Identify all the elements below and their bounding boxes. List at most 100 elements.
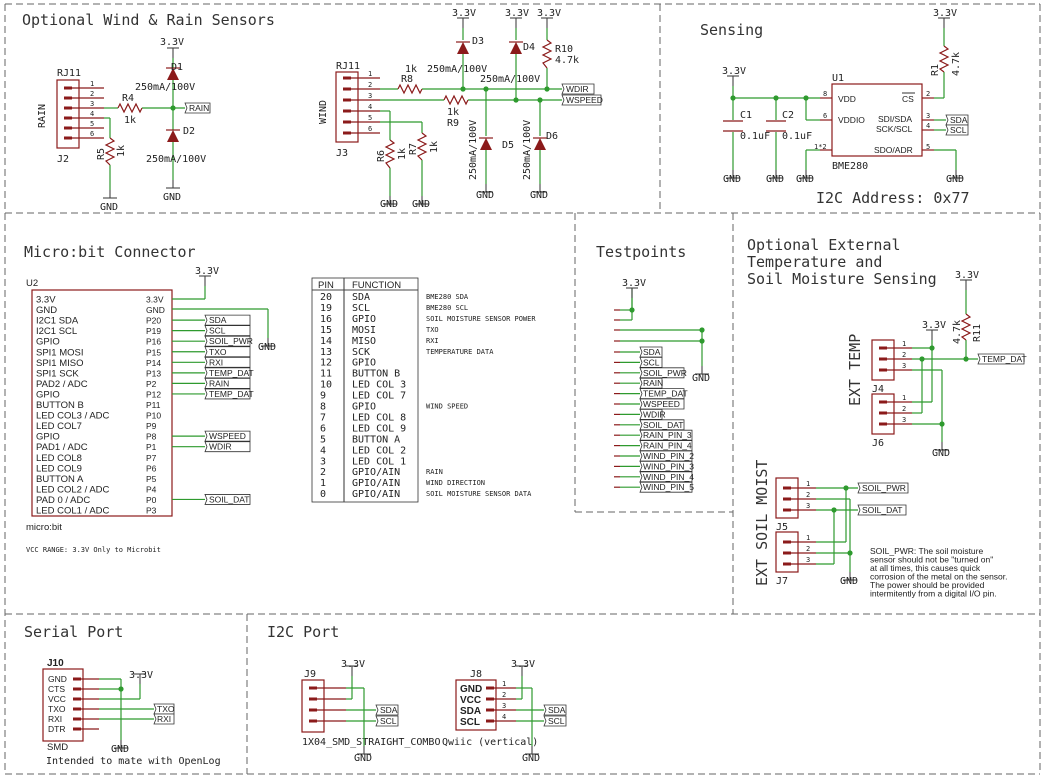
j10-sub-label: SMD [47,742,68,753]
j9-sda-flag-label: SDA [380,705,398,715]
pin-table-pin: 19 [320,303,332,314]
pin-table-function: MISO [352,336,376,347]
pin-table-note: SOIL MOISTURE SENSOR POWER [426,315,536,323]
microbit-pin-number: 3.3V [146,295,164,305]
soil-dat-flag-label: SOIL_DAT [862,505,902,515]
microbit-net-flag [204,441,251,453]
testpoint-label: SDA [643,347,661,357]
pin-table-pin: 2 [320,467,326,478]
pin-table-note: BME280 SDA [426,293,469,301]
ext-temp-label: EXT TEMP [846,334,864,406]
pin-table-pin: 14 [320,336,332,347]
wind-r10-supply-label: 3.3V [537,8,561,19]
resistor-r5 [104,137,116,166]
soil-dat-flag [857,504,907,516]
pin-table-pin: 15 [320,325,332,336]
pin-table-pin: 3 [320,456,326,467]
microbit-pin-number: P13 [146,368,161,378]
pin-table-pin: 8 [320,402,326,413]
testpoint-supply-symbol [625,287,639,299]
d5-ref: D5 [502,140,514,151]
testpoint-net-flag [639,367,685,379]
wind-d5-gnd-label: GND [476,190,494,201]
microbit-pin-number: P2 [146,379,157,389]
microbit-pin-label: GPIO [36,337,60,348]
microbit-pin-number: P1 [146,442,157,452]
r4-ref: R4 [122,93,134,104]
bme-sda-flag-label: SDA [950,115,968,125]
svg-text:1: 1 [902,340,906,348]
d3-ref: D3 [472,36,484,47]
sensing-supply-label: 3.3V [722,66,746,77]
j8-body [455,679,497,731]
svg-text:2: 2 [902,351,906,359]
bme-scl-flag [945,124,969,136]
microbit-pin-number: P3 [146,506,157,516]
j8-part: Qwiic (vertical) [442,737,538,748]
pin-table-function: GPIO/AIN [352,478,400,489]
section-title-testpoints: Testpoints [596,243,686,261]
temp-dat-flag [977,353,1025,365]
pin-table-note: TXO [426,326,439,334]
i2c-address-note: I2C Address: 0x77 [816,189,970,207]
r11-supply-label: 3.3V [955,270,979,281]
pin-table-pin: 5 [320,434,326,445]
testpoint-label: SCL [643,357,660,367]
testpoint-label: WDIR [643,409,666,419]
svg-text:2: 2 [806,545,810,553]
j9-ref: J9 [304,669,316,680]
rain-pin-3: 3 [90,100,94,108]
r1-value: 4.7k [951,52,962,76]
microbit-pin-number: P14 [146,358,161,368]
soil-pwr-flag-label: SOIL_PWR [862,483,906,493]
r7-ref: R7 [408,143,419,155]
j8-ref: J8 [470,669,482,680]
microbit-pin-number: P8 [146,432,157,442]
j8-sda-flag-label: SDA [548,705,566,715]
pin-table-function: MOSI [352,325,376,336]
microbit-net-flag-label: TEMP_DAT [209,389,254,399]
j5-body [775,477,799,519]
j9-scl-flag [375,715,399,727]
section-title-sensing: Sensing [700,21,763,39]
j7-pins [783,540,816,566]
microbit-pin-label: LED COL8 [36,453,82,464]
wdir-net-flag-label: WDIR [566,84,589,94]
bme280-pin-num-5: 5 [926,143,930,151]
j10-pin-label: GND [48,674,67,684]
d6-value: 250mA/100V [522,120,533,180]
rain-r5-gnd-symbol [102,189,118,199]
svg-text:3: 3 [806,556,810,564]
serial-note: Intended to mate with OpenLog [46,756,221,767]
pin-table-note: WIND DIRECTION [426,479,485,487]
r8-value: 1k [405,64,417,75]
diode-d1 [167,68,179,80]
j10-pin-label: CTS [48,684,65,694]
pin-table-function: BUTTON B [352,369,400,380]
microbit-pin-label: LED COL7 [36,421,82,432]
serial-rxi-flag-label: RXI [157,714,171,724]
pin-table-note: WIND SPEED [426,403,468,411]
svg-text:1: 1 [902,394,906,402]
r11-supply-symbol [959,279,973,291]
j9-body [301,679,325,733]
wspeed-net-flag-label: WSPEED [566,95,603,105]
section-title-i2c-port: I2C Port [267,623,339,641]
j10-body [42,668,84,742]
rain-connector-body [56,79,80,149]
wind-r6-gnd-label: GND [380,199,398,210]
resistor-r11 [960,313,972,341]
bme280-pin-sda: SDI/SDA [878,114,912,124]
j9-part: 1X04_SMD_STRAIGHT_COMBO [302,737,440,748]
j4-ref: J4 [872,384,884,395]
d2-value: 250mA/100V [146,154,206,165]
r11-value: 4.7k [952,320,963,344]
wind-pin-4: 4 [368,103,372,111]
resistor-r6 [384,139,396,169]
pin-table-note: RAIN [426,468,443,476]
sensing-circuit: U1 BME280 VDD VDDIO CS SDI/SDA SCK/SCL S… [722,8,970,207]
testpoint-label: RAIN [643,378,663,388]
pin-table-function: GPIO/AIN [352,489,400,500]
